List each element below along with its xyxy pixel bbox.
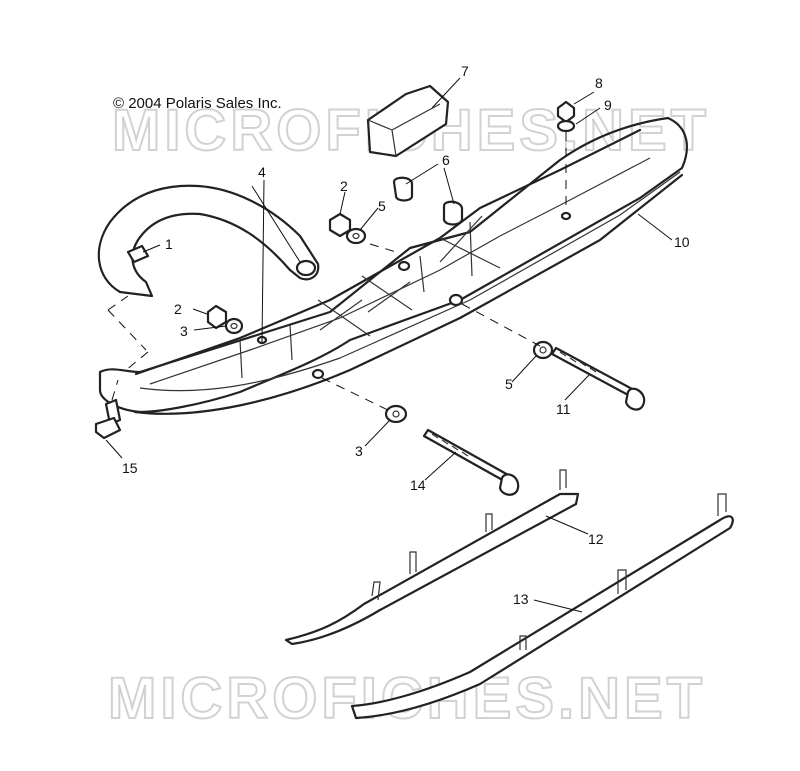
- callout-13: 13: [513, 591, 529, 607]
- callout-8: 8: [595, 75, 603, 91]
- hardware: [206, 100, 576, 424]
- callout-labels: 1 2 2 3 3 4 5 5 6 7 8 9 10 11 12 13 14 1…: [122, 63, 690, 607]
- callout-4: 4: [258, 164, 266, 180]
- callout-3-left: 3: [180, 323, 188, 339]
- ski-body: [98, 116, 688, 415]
- callout-9: 9: [604, 97, 612, 113]
- part-1-clip: [126, 244, 150, 264]
- callout-1: 1: [165, 236, 173, 252]
- bolt-14: [422, 428, 520, 496]
- callout-2-upper: 2: [340, 178, 348, 194]
- bolt-11: [550, 346, 646, 411]
- callout-6: 6: [442, 152, 450, 168]
- callout-14: 14: [410, 477, 426, 493]
- callout-3-middle: 3: [355, 443, 363, 459]
- callout-5-upper: 5: [378, 198, 386, 214]
- leader-lines: [105, 77, 673, 613]
- callout-7: 7: [461, 63, 469, 79]
- callout-5-right: 5: [505, 376, 513, 392]
- part-12-skag: [284, 469, 580, 646]
- callout-12: 12: [588, 531, 604, 547]
- part-15-stud: [94, 398, 122, 440]
- part-13-wear-bar: [350, 493, 734, 720]
- callout-15: 15: [122, 460, 138, 476]
- callout-11: 11: [556, 401, 571, 417]
- part-7-wear-block: [366, 84, 450, 158]
- callout-10: 10: [674, 234, 690, 250]
- ski-loop-handle: [97, 184, 320, 298]
- copyright-text: © 2004 Polaris Sales Inc.: [113, 95, 282, 112]
- callout-2-lower: 2: [174, 301, 182, 317]
